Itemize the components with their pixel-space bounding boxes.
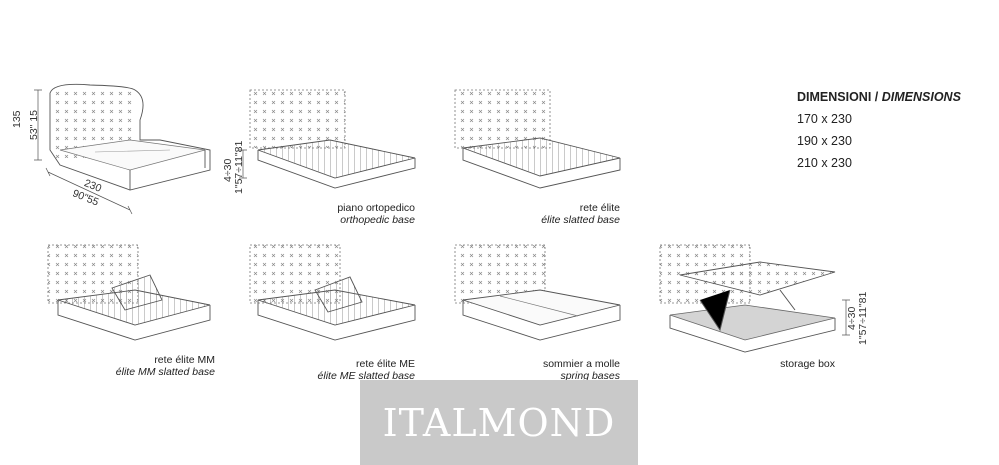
size-option: 170 x 230	[797, 112, 852, 126]
bed-sommier	[454, 244, 621, 341]
variant-label-elite: rete élite élite slatted base	[541, 202, 620, 226]
variant-label-sommier: sommier a molle spring bases	[542, 358, 620, 382]
bed-storage	[659, 244, 850, 353]
watermark-text: ITALMOND	[382, 400, 616, 445]
variant-label-orthopedic: piano ortopedico orthopedic base	[337, 202, 415, 226]
variant-label-elite-mm: rete élite MM élite MM slatted base	[115, 354, 215, 378]
watermark-logo: ITALMOND	[360, 380, 638, 465]
dimensions-title: DIMENSIONI / DIMENSIONS	[797, 90, 961, 104]
base-height-in: 1"57÷11"81	[233, 140, 245, 194]
bed-main	[34, 83, 211, 215]
dimensions-panel: DIMENSIONI / DIMENSIONS 170 x 230 190 x …	[797, 90, 961, 178]
bed-orthopedic	[239, 89, 416, 189]
main-height-in: 53" 15	[28, 109, 40, 140]
variant-label-elite-me: rete élite ME élite ME slatted base	[317, 358, 415, 382]
size-option: 210 x 230	[797, 156, 852, 170]
size-option: 190 x 230	[797, 134, 852, 148]
variant-label-storage: storage box	[780, 358, 835, 370]
storage-height-in: 1"57÷11"81	[857, 291, 869, 345]
bed-elite-mm	[47, 244, 211, 341]
bed-elite-me	[249, 244, 416, 341]
main-height-cm: 135	[11, 110, 23, 128]
bed-elite	[454, 89, 621, 189]
